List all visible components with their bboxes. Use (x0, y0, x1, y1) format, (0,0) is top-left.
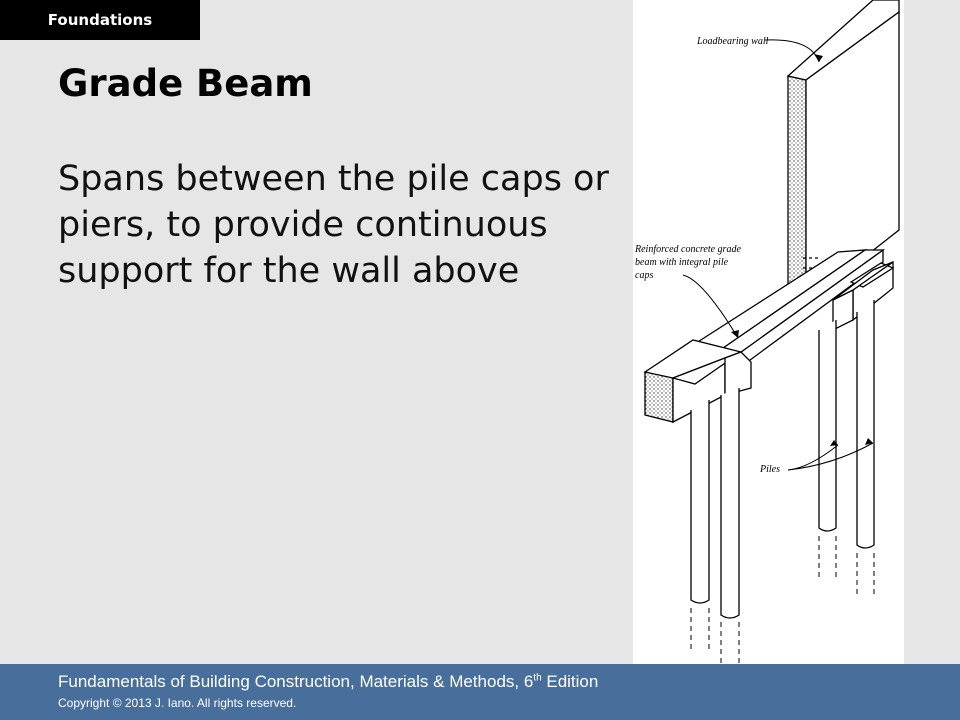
footer-bar: Fundamentals of Building Construction, M… (0, 664, 960, 720)
pile-cap-near (643, 339, 752, 424)
piles (690, 300, 875, 619)
footer-edition-superscript: th (533, 672, 542, 684)
section-tab: Foundations (0, 0, 200, 40)
label-loadbearing-wall: Loadbearing wall (696, 36, 769, 47)
slide-title: Grade Beam (58, 62, 313, 105)
footer-copyright: Copyright © 2013 J. Iano. All rights res… (58, 696, 297, 710)
pile-continuation-dashes (690, 536, 875, 664)
loadbearing-wall (786, 0, 900, 305)
footer-book-title-text: Fundamentals of Building Construction, M… (58, 672, 534, 691)
footer-book-title: Fundamentals of Building Construction, M… (58, 672, 598, 692)
section-tab-label: Foundations (47, 11, 153, 29)
label-grade-beam-line3: caps (635, 270, 653, 281)
grade-beam-illustration: Loadbearing wall Reinforced concrete gra… (633, 0, 904, 664)
label-grade-beam-line1: Reinforced concrete grade (634, 244, 741, 255)
slide-body-text: Spans between the pile caps or piers, to… (58, 159, 609, 291)
grade-beam (691, 248, 886, 397)
leader-arrowheads (731, 54, 873, 446)
pile-cap-far (832, 260, 895, 332)
label-piles: Piles (759, 464, 780, 475)
footer-edition-suffix: Edition (541, 672, 599, 691)
label-grade-beam-line2: beam with integral pile (635, 257, 729, 268)
